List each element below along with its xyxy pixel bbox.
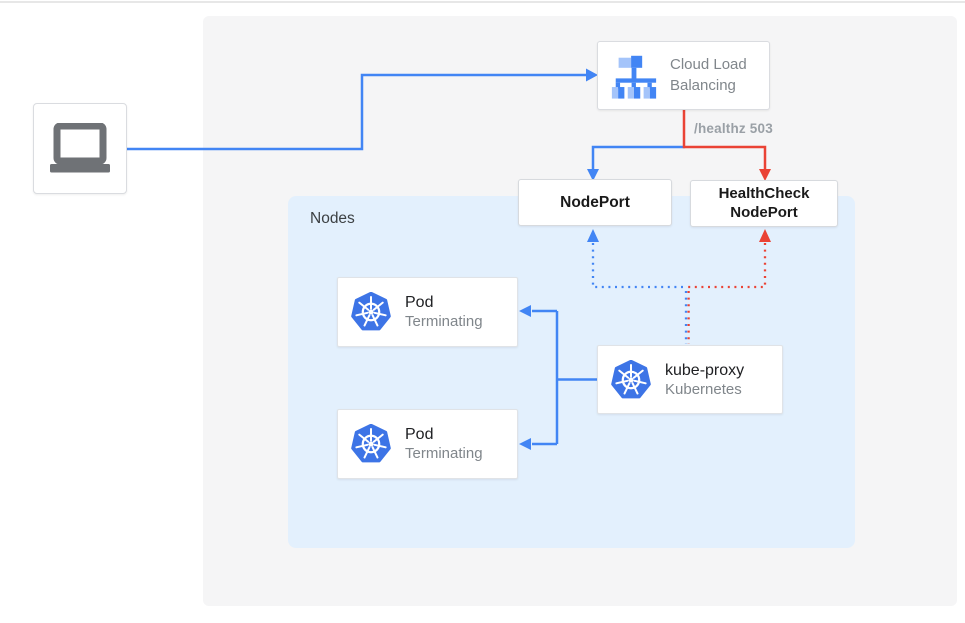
kubernetes-icon bbox=[611, 359, 651, 398]
nodeport-label: NodePort bbox=[560, 193, 630, 211]
lb-to-nodeport-line bbox=[591, 145, 685, 170]
pod-card-1: Pod Terminating bbox=[337, 277, 518, 347]
load-balancer-icon bbox=[611, 55, 657, 99]
laptop-icon bbox=[50, 122, 110, 172]
kube-proxy-title: kube-proxy bbox=[665, 361, 745, 379]
dotted-arrowhead-nodeport bbox=[587, 229, 599, 242]
cloud-load-balancing-card: Cloud Load Balancing bbox=[597, 41, 770, 110]
dotted-arrowhead-healthcheck bbox=[759, 229, 771, 242]
kubernetes-icon bbox=[351, 424, 391, 463]
client-to-lb-line bbox=[127, 73, 588, 151]
arrowhead-into-nodeport bbox=[587, 169, 599, 181]
pod-card-2: Pod Terminating bbox=[337, 409, 518, 479]
arrowhead-into-lb bbox=[586, 68, 598, 82]
kube-proxy-subtitle: Kubernetes bbox=[665, 380, 742, 398]
healthcheck-nodeport-card: HealthCheck NodePort bbox=[690, 180, 838, 227]
nodeport-card: NodePort bbox=[518, 179, 672, 226]
pod-title: Pod bbox=[405, 294, 434, 311]
cloud-load-balancing-label: Cloud Load Balancing bbox=[670, 56, 747, 94]
kubernetes-icon bbox=[351, 292, 391, 331]
kube-proxy-card: kube-proxy Kubernetes bbox=[597, 345, 783, 414]
arrowhead-into-pod2 bbox=[519, 438, 531, 450]
pod-status: Terminating bbox=[405, 313, 483, 330]
kubeproxy-to-healthcheck-dotted bbox=[688, 243, 767, 289]
nodes-group-label: Nodes bbox=[310, 210, 355, 227]
top-divider bbox=[0, 1, 965, 3]
lb-to-healthcheck-line bbox=[682, 110, 767, 170]
kubeproxy-to-pods-line bbox=[532, 309, 597, 446]
pod-title: Pod bbox=[405, 426, 434, 443]
kubeproxy-to-nodeport-dotted bbox=[591, 243, 686, 289]
healthz-status-label: /healthz 503 bbox=[694, 121, 773, 136]
healthcheck-nodeport-label: HealthCheck NodePort bbox=[718, 184, 810, 221]
pod-status: Terminating bbox=[405, 445, 483, 462]
arrowhead-into-pod1 bbox=[519, 305, 531, 317]
client-card bbox=[33, 103, 127, 194]
arrowhead-into-healthcheck bbox=[759, 169, 771, 181]
